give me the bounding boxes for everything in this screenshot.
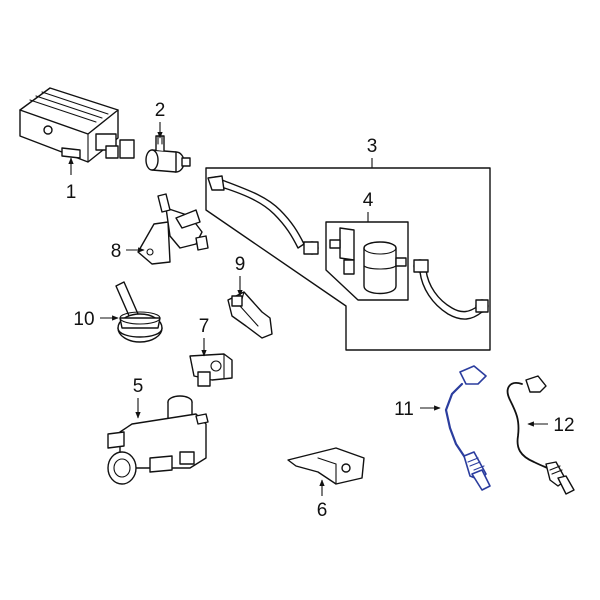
callout-6: 6 — [317, 500, 328, 521]
callout-12: 12 — [553, 415, 574, 436]
part-3-assembly[interactable] — [205, 167, 491, 351]
callout-5: 5 — [133, 376, 144, 397]
leader-lines — [68, 122, 548, 496]
part-5-purge-valve[interactable] — [107, 395, 209, 485]
callout-11: 11 — [394, 399, 414, 420]
callout-1: 1 — [66, 182, 77, 203]
callout-3: 3 — [367, 136, 378, 157]
part-2-valve[interactable] — [145, 135, 191, 173]
callout-8: 8 — [111, 241, 122, 262]
part-9-sensor[interactable] — [227, 291, 273, 339]
callouts: 1 2 3 4 5 6 7 8 9 10 11 12 — [66, 100, 575, 521]
part-12-oxygen-sensor[interactable] — [506, 375, 575, 495]
part-7-sensor[interactable] — [189, 353, 233, 387]
part-10-actuator[interactable] — [115, 281, 163, 343]
callout-2: 2 — [155, 100, 166, 121]
callout-4: 4 — [363, 190, 374, 211]
part-4-filter[interactable] — [325, 221, 409, 301]
callout-10: 10 — [73, 309, 94, 330]
part-11-oxygen-sensor[interactable] — [444, 365, 491, 491]
part-1-canister[interactable] — [19, 87, 135, 163]
callout-9: 9 — [235, 254, 246, 275]
part-6-bracket[interactable] — [287, 447, 365, 485]
callout-7: 7 — [199, 316, 210, 337]
part-8-valve-bracket[interactable] — [137, 193, 209, 265]
